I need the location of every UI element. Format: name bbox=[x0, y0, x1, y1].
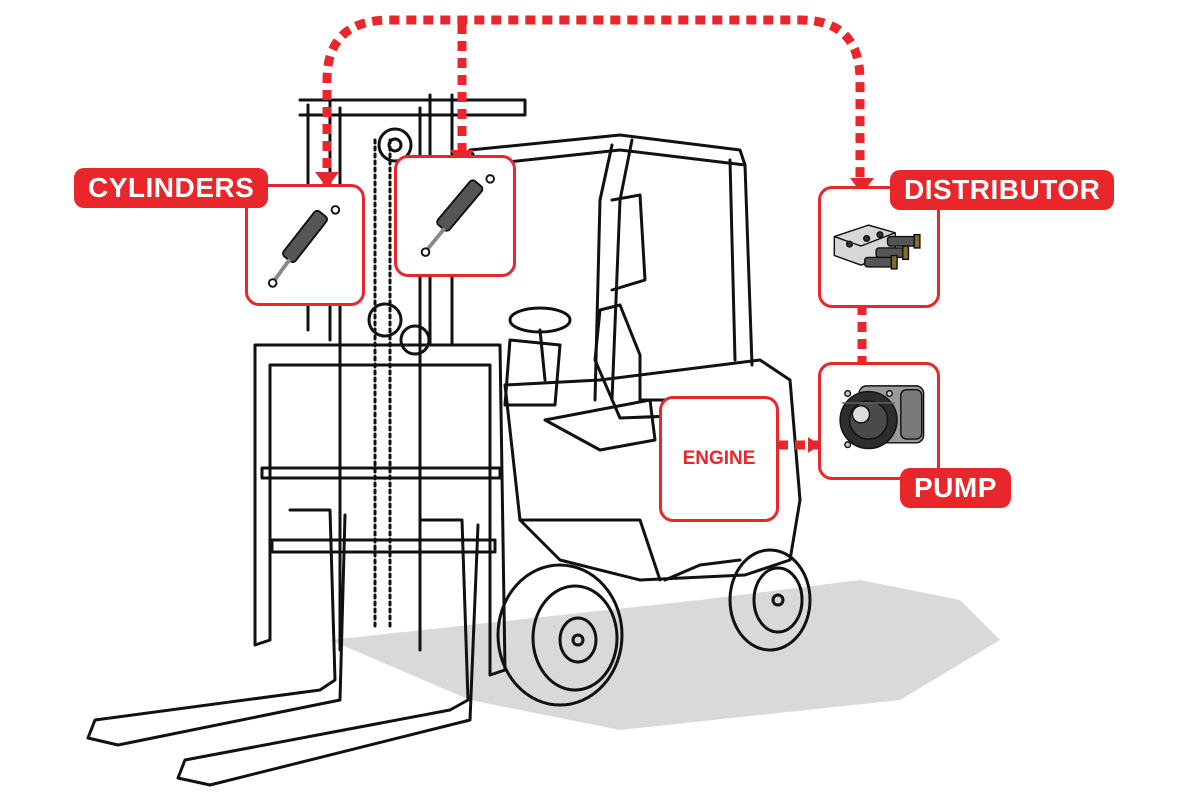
line-cylinder-left bbox=[322, 15, 865, 190]
engine-callout: ENGINE bbox=[659, 396, 779, 522]
front-wheel bbox=[496, 563, 624, 707]
cylinders-label: CYLINDERS bbox=[74, 168, 269, 208]
engine-label: ENGINE bbox=[682, 448, 756, 469]
cylinder-callout-right bbox=[394, 155, 516, 277]
pump-label: PUMP bbox=[900, 468, 1011, 508]
ground-shadow bbox=[330, 580, 1000, 730]
gear-pump-icon bbox=[839, 385, 925, 450]
distributor-label: DISTRIBUTOR bbox=[890, 170, 1115, 210]
mast-top-bar bbox=[298, 98, 527, 117]
pump-callout bbox=[818, 362, 940, 480]
right-fork bbox=[176, 518, 480, 787]
hydraulic-cylinder-icon bbox=[420, 174, 495, 257]
hydraulic-cylinder-icon bbox=[267, 205, 341, 288]
distributor-valve-icon bbox=[833, 224, 921, 270]
left-fork bbox=[86, 508, 347, 747]
body bbox=[503, 358, 802, 582]
carriage-backrest bbox=[253, 343, 507, 677]
rear-wheel bbox=[728, 548, 812, 652]
cab-pillar-rear bbox=[728, 158, 754, 367]
